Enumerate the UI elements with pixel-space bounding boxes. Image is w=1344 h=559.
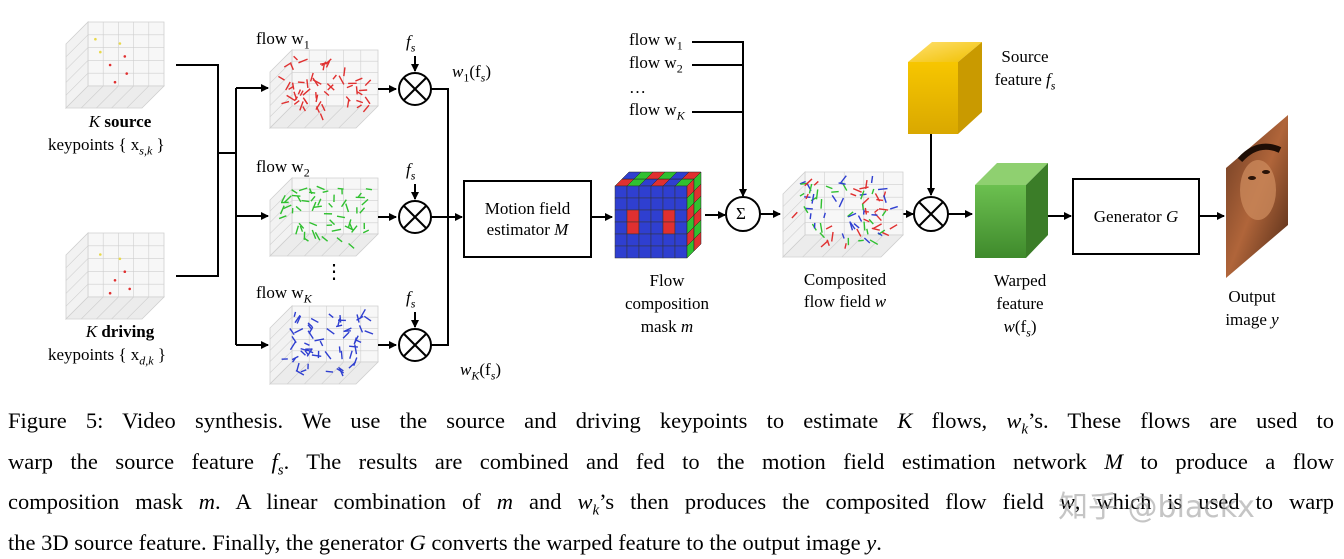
flow-input-ellipsis: … (629, 78, 646, 98)
flow-input-1: flow w1 (629, 30, 683, 55)
output-image (1226, 115, 1288, 278)
flow-label-1: flow w1 (256, 29, 310, 54)
w1-fs-label: w1(fs) (452, 62, 491, 87)
composited-flow-plot (783, 172, 903, 257)
figure-diagram: K source keypoints { xs,k } K driving ke… (0, 0, 1344, 400)
composition-mask-cube (615, 172, 701, 258)
driving-keypoints-sub: keypoints { xd,k } (48, 345, 166, 370)
caption-line-1: Figure 5: Video synthesis. We use the so… (8, 405, 1334, 446)
flow-label-2: flow w2 (256, 157, 310, 182)
source-keypoint-plot (66, 22, 164, 108)
fs-label-k: fs (406, 288, 415, 313)
flow-input-2: flow w2 (629, 53, 683, 78)
caption-line-2: warp the source feature fs. The results … (8, 446, 1334, 487)
driving-keypoints-title: K driving (60, 322, 180, 342)
multiply-nodes (378, 56, 462, 361)
source-keypoints-sub: keypoints { xs,k } (48, 135, 165, 160)
keypoint-connectors (176, 65, 268, 345)
generator-box: Generator G (1072, 178, 1200, 255)
flow-plot-2 (270, 178, 378, 256)
sigma-symbol: Σ (736, 204, 746, 224)
flow-plot-1 (270, 50, 378, 128)
flow-plot-k (270, 306, 378, 384)
source-feature-cube (908, 42, 982, 134)
flow-label-k: flow wK (256, 283, 312, 308)
source-keypoints-title: K source (60, 112, 180, 132)
vertical-ellipsis: ⋮ (324, 262, 344, 282)
driving-keypoint-plot (66, 233, 164, 319)
flow-input-k: flow wK (629, 100, 685, 125)
fs-label-1: fs (406, 32, 415, 57)
watermark: 知乎 @blackx (1058, 482, 1255, 526)
wk-fs-label: wK(fs) (460, 360, 501, 385)
warped-feature-cube (975, 163, 1048, 258)
fs-label-2: fs (406, 160, 415, 185)
